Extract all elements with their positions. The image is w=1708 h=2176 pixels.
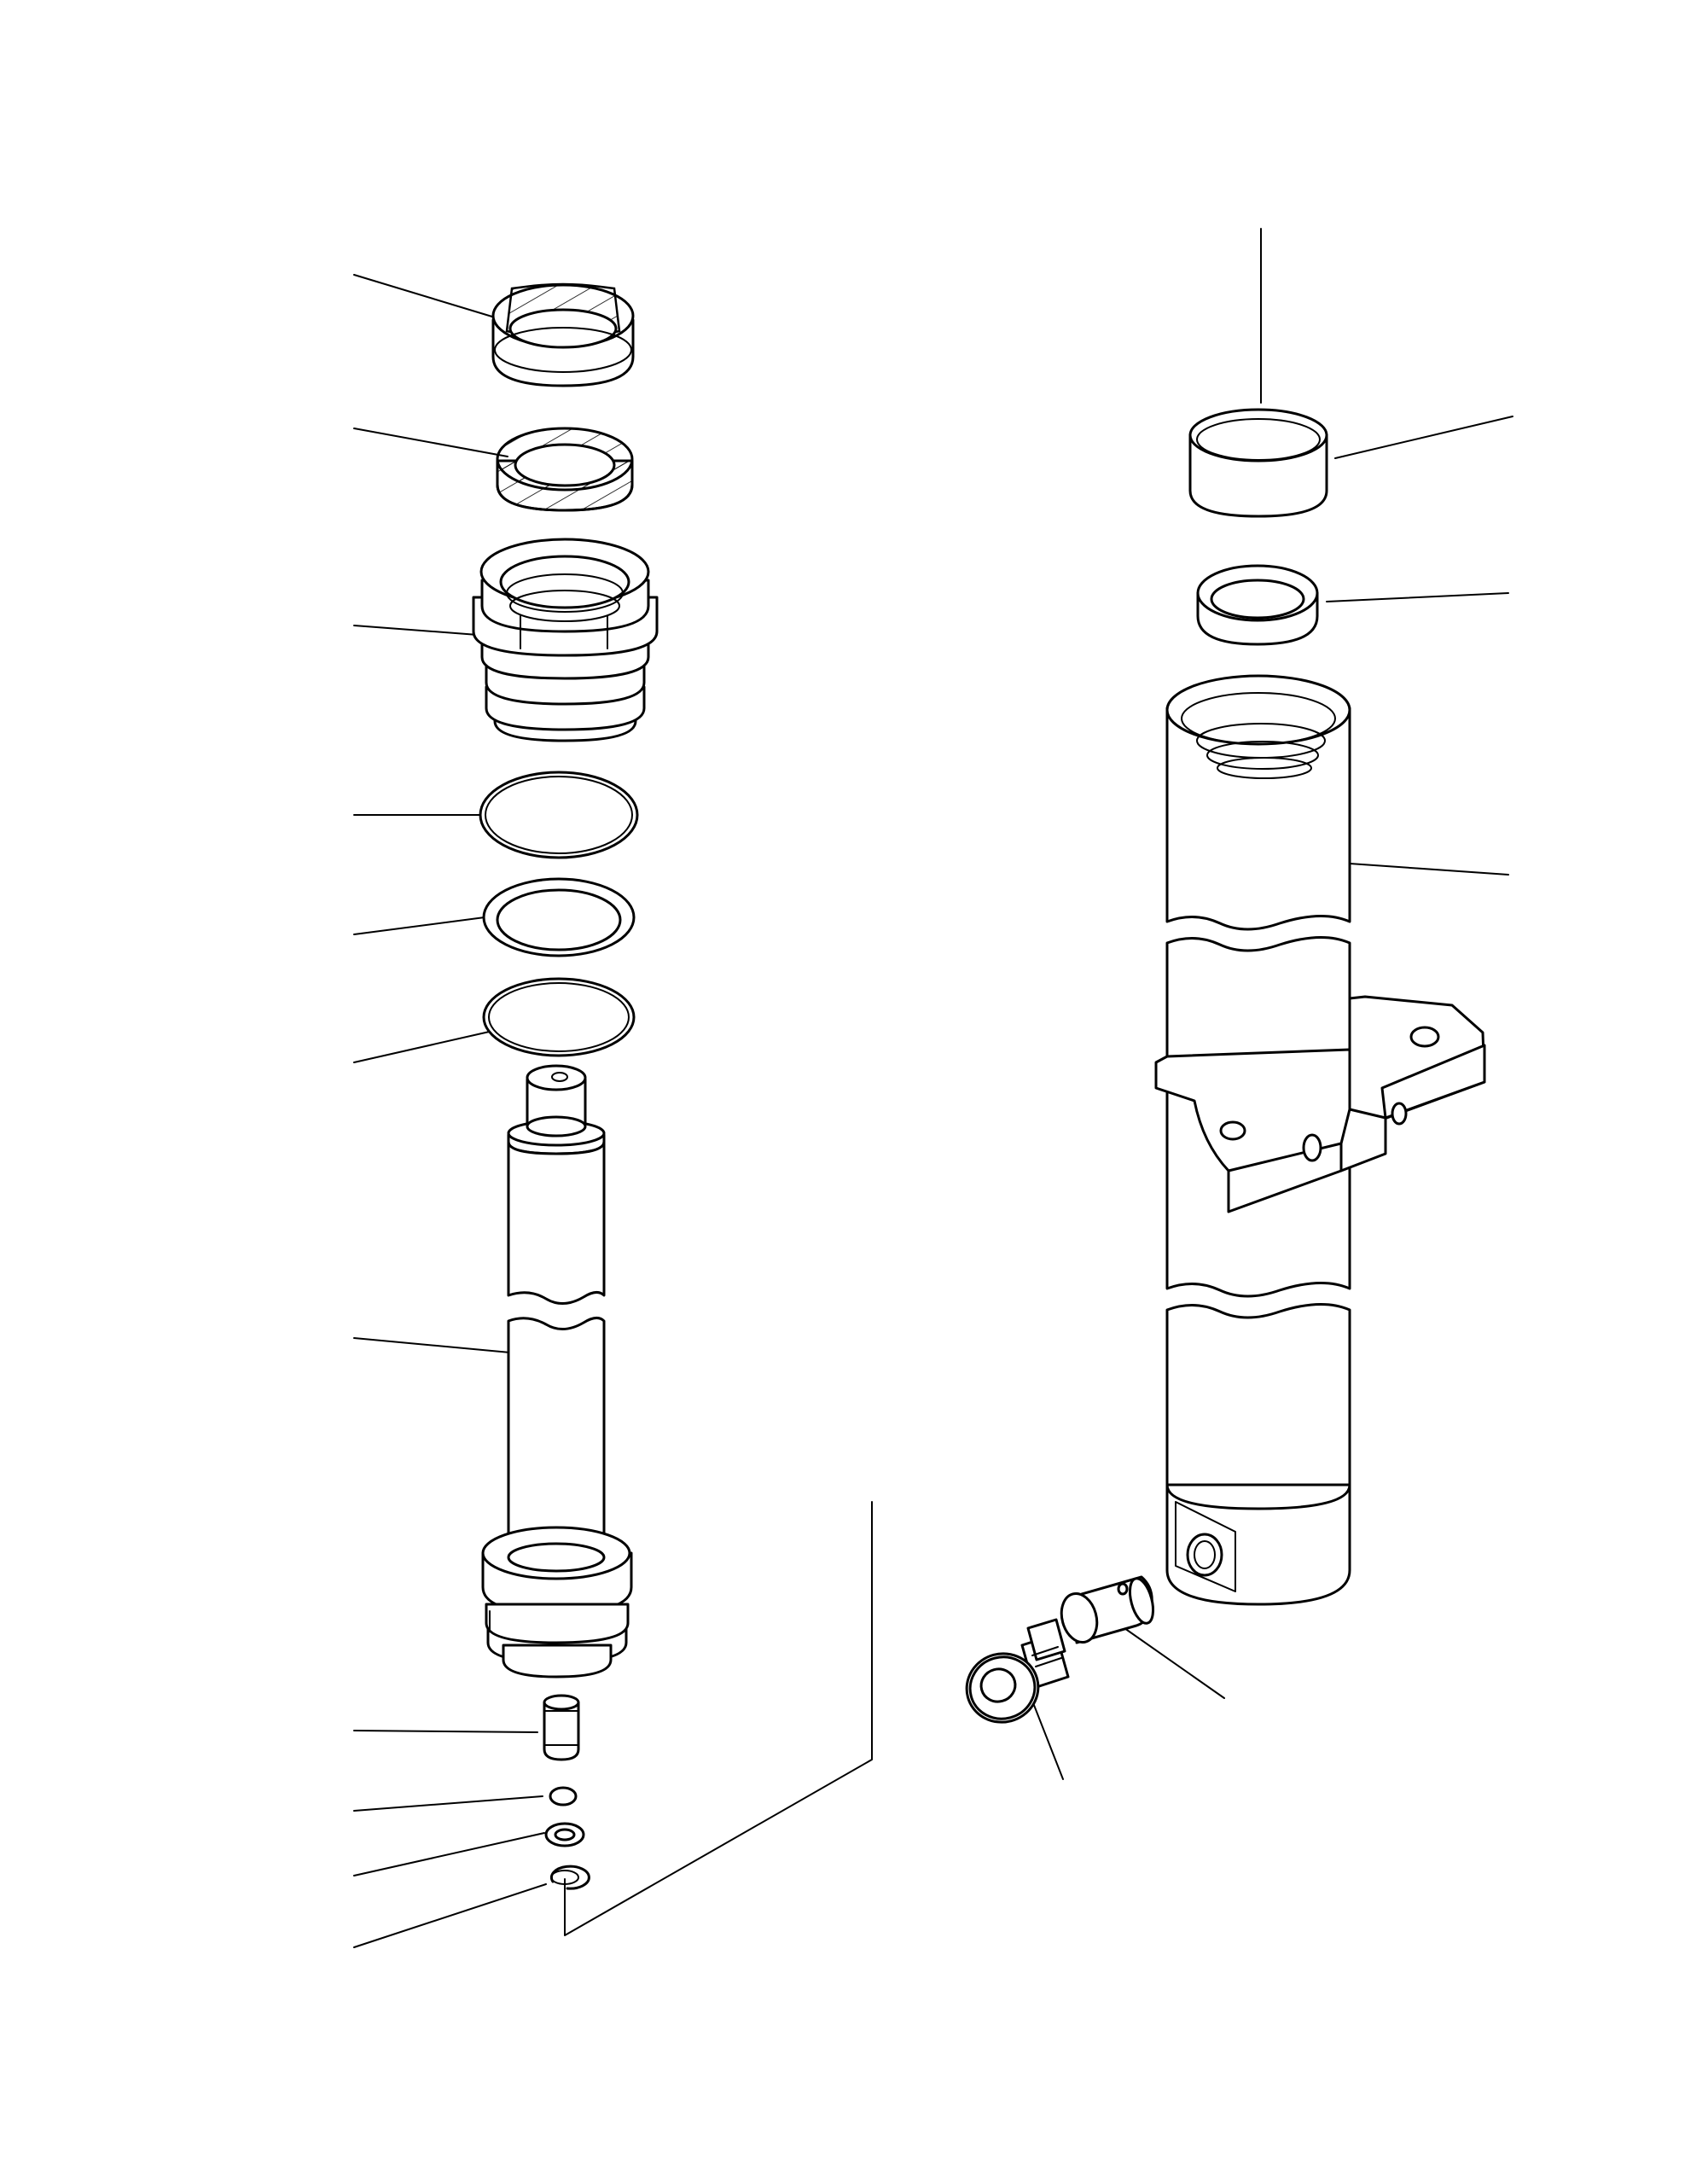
leader-line [353,916,485,935]
dust-seal-icon [1196,564,1319,646]
cylinder-head-icon [472,538,659,742]
leader-line [353,1795,543,1812]
leader-lines-right [1030,416,1513,1780]
wiper-seal-icon [496,427,634,512]
leader-line [353,1883,547,1948]
snap-ring-icon [549,1865,590,1890]
piston-rod-icon [481,1064,633,1679]
o-ring-icon [479,771,639,859]
leader-line [353,274,504,321]
washer-icon [544,1822,585,1847]
leader-line [353,625,479,636]
plug-icon [1060,1575,1155,1644]
leader-line [353,1337,511,1353]
leader-lines-left [353,274,547,1948]
gland-bushing-icon [491,282,635,387]
leader-line [353,428,508,457]
leader-line [1030,1696,1064,1780]
o-ring-icon [482,977,636,1057]
leader-line [353,1832,545,1876]
cylinder-tube-icon [1154,674,1486,1606]
leader-line [1124,1627,1225,1699]
leader-line [353,1730,538,1733]
pin-icon [543,1694,580,1761]
leader-line [1349,863,1509,876]
bushing-icon [1188,408,1328,518]
leader-line [1334,416,1513,459]
leader-line [1326,592,1509,602]
ball-icon [549,1786,578,1807]
backup-ring-icon [482,877,636,957]
connection-line-bottom [564,1501,873,1936]
screw-icon [965,1618,1070,1724]
leader-line [353,1030,494,1063]
connection-lines [564,228,1262,1936]
